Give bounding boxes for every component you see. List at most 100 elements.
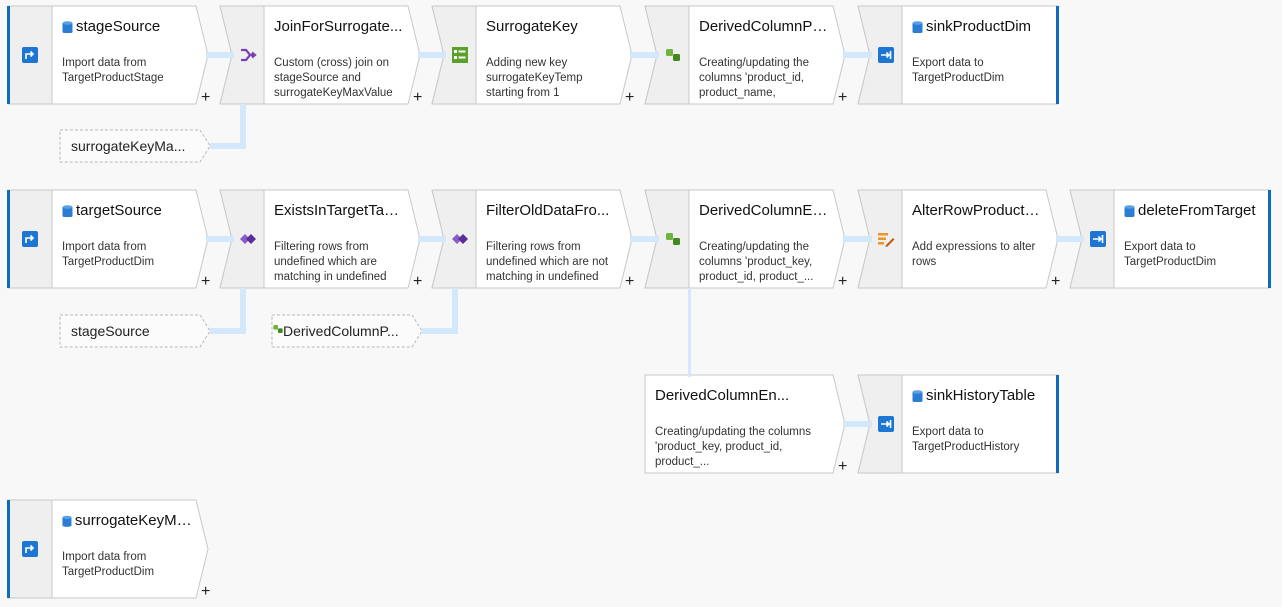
sink-edge-bar bbox=[1056, 375, 1059, 473]
database-icon bbox=[912, 20, 923, 33]
reference-connector bbox=[452, 288, 458, 334]
connector-line bbox=[206, 52, 234, 58]
chip-label-text: DerivedColumnP... bbox=[283, 323, 399, 339]
sink-edge-bar bbox=[1268, 190, 1271, 288]
sink-icon bbox=[864, 6, 908, 104]
node-title-text: deleteFromTarget bbox=[1138, 202, 1256, 219]
node-join[interactable]: JoinForSurrogate...Custom (cross) join o… bbox=[219, 5, 423, 106]
chip-label: stageSource bbox=[60, 323, 150, 339]
node-title-text: stageSource bbox=[76, 18, 161, 35]
reference-chip[interactable]: stageSource bbox=[59, 314, 211, 348]
node-description: Export data to TargetProductHistory bbox=[912, 426, 1020, 453]
node-title: JoinForSurrogate... bbox=[274, 18, 404, 35]
node-title-text: DerivedColumnEn... bbox=[699, 202, 829, 219]
node-description: Import data from TargetProductDim bbox=[62, 551, 155, 578]
node-shape bbox=[644, 374, 846, 474]
node-description: Export data to TargetProductDim bbox=[912, 57, 1005, 84]
chip-label: surrogateKeyMa... bbox=[60, 138, 185, 154]
add-transform-button[interactable]: + bbox=[625, 273, 635, 290]
node-source[interactable]: surrogateKeyMax... Import data from Targe… bbox=[7, 499, 211, 600]
node-title-text: AlterRowProductK... bbox=[912, 202, 1042, 219]
connector-line bbox=[843, 236, 872, 242]
add-transform-button[interactable]: + bbox=[413, 273, 423, 290]
add-transform-button[interactable]: + bbox=[201, 89, 211, 106]
add-transform-button[interactable]: + bbox=[838, 89, 848, 106]
node-shape bbox=[857, 189, 1059, 289]
add-transform-button[interactable]: + bbox=[838, 458, 848, 475]
node-derived[interactable]: DerivedColumnEn...Creating/updating the … bbox=[644, 189, 848, 290]
reference-chip[interactable]: surrogateKeyMa... bbox=[59, 129, 211, 163]
node-title-text: surrogateKeyMax... bbox=[74, 512, 192, 529]
reference-chip[interactable]: DerivedColumnP... bbox=[271, 314, 423, 348]
node-title: surrogateKeyMax... bbox=[62, 512, 192, 529]
node-description: Import data from TargetProductStage bbox=[62, 57, 164, 84]
node-title: DerivedColumnEn... bbox=[699, 202, 829, 219]
chip-label-text: stageSource bbox=[71, 323, 150, 339]
node-title-text: ExistsInTargetTable bbox=[274, 202, 404, 219]
node-description: Import data from TargetProductDim bbox=[62, 241, 155, 268]
source-icon bbox=[8, 6, 52, 104]
chip-shape bbox=[59, 314, 211, 348]
add-transform-button[interactable]: + bbox=[1051, 273, 1061, 290]
add-transform-button[interactable]: + bbox=[201, 273, 211, 290]
alter-row-icon bbox=[864, 190, 908, 288]
join-icon bbox=[226, 6, 270, 104]
node-title: targetSource bbox=[62, 202, 192, 219]
connector-line bbox=[1056, 236, 1084, 242]
node-derived[interactable]: DerivedColumnPr...Creating/updating the … bbox=[644, 5, 848, 106]
database-icon bbox=[62, 20, 73, 33]
node-title-text: SurrogateKey bbox=[486, 18, 578, 35]
reference-connector bbox=[210, 328, 243, 334]
chip-label-text: surrogateKeyMa... bbox=[71, 138, 186, 154]
exists-icon bbox=[438, 190, 482, 288]
database-icon bbox=[62, 515, 72, 527]
add-transform-button[interactable]: + bbox=[838, 273, 848, 290]
reference-connector bbox=[240, 104, 246, 149]
chip-shape bbox=[271, 314, 423, 348]
source-icon bbox=[8, 500, 52, 598]
derived-column-icon bbox=[273, 325, 283, 333]
exists-icon bbox=[226, 190, 270, 288]
connector-line bbox=[630, 52, 659, 58]
sink-icon bbox=[1076, 190, 1120, 288]
node-alter[interactable]: AlterRowProductK...Add expressions to al… bbox=[857, 189, 1061, 290]
chip-label: DerivedColumnP... bbox=[272, 323, 399, 339]
node-title: sinkProductDim bbox=[912, 18, 1050, 35]
node-title: ExistsInTargetTable bbox=[274, 202, 404, 219]
reference-connector bbox=[210, 143, 243, 149]
source-edge-bar bbox=[7, 190, 10, 288]
database-icon bbox=[1124, 204, 1135, 217]
node-title: AlterRowProductK... bbox=[912, 202, 1042, 219]
add-transform-button[interactable]: + bbox=[625, 89, 635, 106]
node-description: Filtering rows from undefined which are … bbox=[274, 241, 387, 283]
node-derived[interactable]: DerivedColumnEn... Creating/updating the … bbox=[644, 374, 848, 475]
node-title-text: FilterOldDataFro... bbox=[486, 202, 610, 219]
sink-icon bbox=[864, 375, 908, 473]
branch-line bbox=[688, 288, 691, 377]
source-edge-bar bbox=[7, 6, 10, 104]
node-title-text: JoinForSurrogate... bbox=[274, 18, 403, 35]
node-description: Adding new key surrogateKeyTemp starting… bbox=[486, 57, 583, 99]
database-icon bbox=[62, 204, 73, 217]
node-shape bbox=[857, 5, 1059, 105]
node-title: deleteFromTarget bbox=[1124, 202, 1262, 219]
connector-line bbox=[206, 236, 234, 242]
chip-shape bbox=[59, 129, 211, 163]
node-description: Creating/updating the columns 'product_k… bbox=[655, 426, 811, 468]
add-transform-button[interactable]: + bbox=[413, 89, 423, 106]
connector-line bbox=[418, 236, 446, 242]
node-title-text: DerivedColumnPr... bbox=[699, 18, 829, 35]
node-title-text: sinkHistoryTable bbox=[926, 387, 1036, 404]
node-title: DerivedColumnEn... bbox=[655, 387, 829, 404]
add-transform-button[interactable]: + bbox=[201, 583, 211, 600]
node-description: Export data to TargetProductDim bbox=[1124, 241, 1217, 268]
node-exists[interactable]: FilterOldDataFro...Filtering rows from u… bbox=[431, 189, 635, 290]
